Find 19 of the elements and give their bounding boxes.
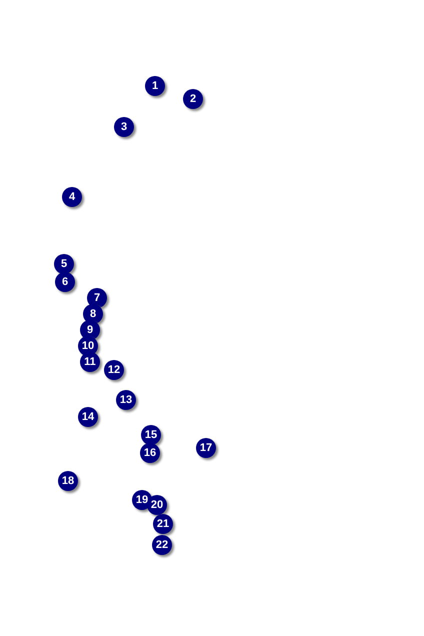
callout-number: 13: [116, 390, 136, 410]
callout-number: 22: [152, 535, 172, 555]
callout-number: 5: [54, 254, 74, 274]
callout-number: 12: [104, 360, 124, 380]
callout-number: 14: [78, 407, 98, 427]
callout-number: 3: [114, 117, 134, 137]
callout-number: 4: [62, 187, 82, 207]
callout-number: 1: [145, 76, 165, 96]
callout-number: 19: [132, 490, 152, 510]
callout-number: 6: [55, 272, 75, 292]
callout-number: 17: [196, 438, 216, 458]
callout-number: 21: [153, 514, 173, 534]
callout-number: 18: [58, 471, 78, 491]
callout-number: 16: [140, 443, 160, 463]
callout-number: 15: [141, 425, 161, 445]
callout-number: 20: [147, 495, 167, 515]
callout-number: 2: [183, 89, 203, 109]
callout-number: 11: [80, 352, 100, 372]
callout-number: 7: [87, 288, 107, 308]
